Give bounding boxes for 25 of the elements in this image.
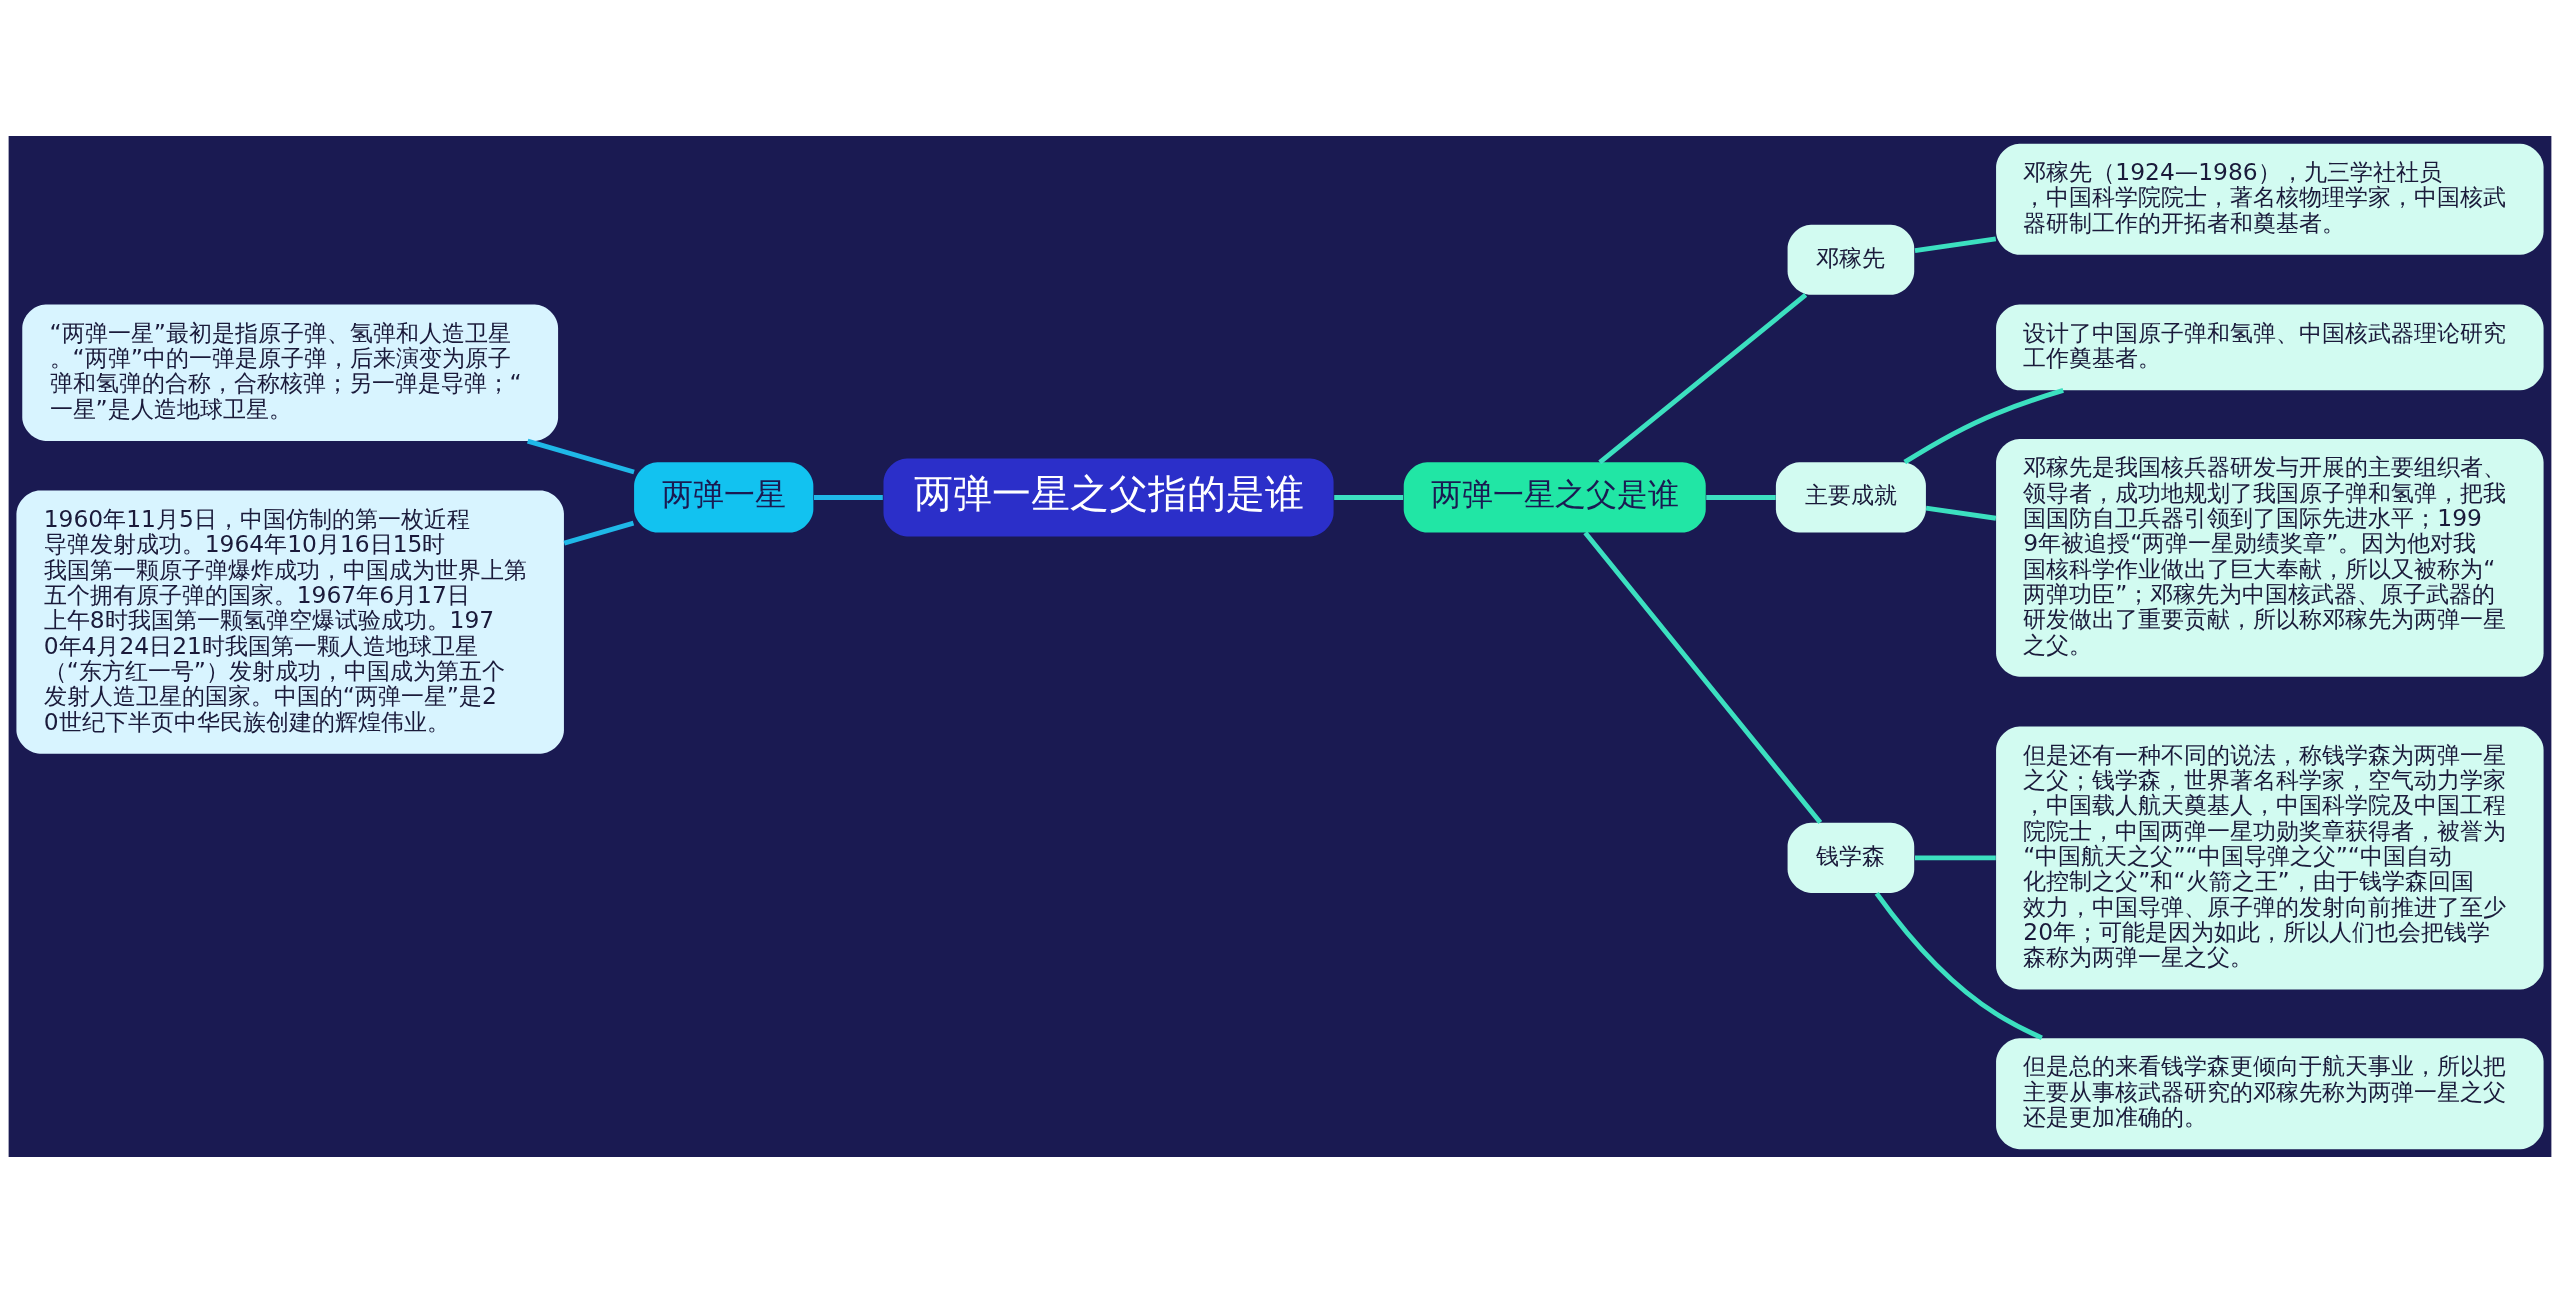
node-box: 两弹一星之父是谁 <box>1403 462 1706 533</box>
connector <box>1903 388 2064 465</box>
node-box: “两弹一星”最初是指原子弹、氢弹和人造卫星。“两弹”中的一弹是原子弹，后来演变为原子弹和氢弹的合称，合称核弹；另一弹是导弹；“一星”是人造地球卫星。 <box>22 304 559 441</box>
node-box: 1960年11月5日，中国仿制的第一枚近程导弹发射成功。1964年10月16日15时我国第一颗原子弹爆炸成功，中国成为世界上第五个拥有原子弹的国家。1967年6月17日上午8时我国第一颗氢弹空爆试验成功。1970年4月24日21时我国第一颗人造地球卫星（“东方红一号”）发射成功，中国成为第五个发射人造卫星的国家。中国的“两弹一星”是20世纪下半页中华民族创建的辉煌伟业。 <box>16 490 564 754</box>
connector <box>814 495 883 500</box>
node-box: 两弹一星之父指的是谁 <box>883 458 1334 537</box>
connector <box>563 520 635 546</box>
connector <box>1334 495 1404 500</box>
connector <box>1583 531 1823 825</box>
node-box: 设计了中国原子弹和氢弹、中国核武器理论研究工作奠基者。 <box>1996 304 2544 391</box>
connector <box>1925 505 1997 521</box>
node-box: 两弹一星 <box>634 462 814 533</box>
node-box: 邓稼先（1924—1986），九三学社社员，中国科学院院士，著名核物理学家，中国核武器研制工作的开拓者和奠基者。 <box>1996 143 2544 255</box>
node-box: 但是还有一种不同的说法，称钱学森为两弹一星之父；钱学森，世界著名科学家，空气动力学家，中国载人航天奠基人，中国科学院及中国工程院院士，中国两弹一星功勋奖章获得者，被誉为“中国航天之父”“中国导弹之父”“中国自动化控制之父”和“火箭之王”，由于钱学森回国效力，中国导弹、原子弹的发射向前推进了至少20年；可能是因为如此，所以人们也会把钱学森称为两弹一星之父。 <box>1996 726 2544 990</box>
node-box: 但是总的来看钱学森更倾向于航天事业，所以把主要从事核武器研究的邓稼先称为两弹一星之父还是更加准确的。 <box>1996 1038 2544 1150</box>
connector <box>1914 236 1997 254</box>
node-box: 主要成就 <box>1775 462 1926 533</box>
connector <box>1706 495 1776 500</box>
node-box: 邓稼先 <box>1787 224 1915 295</box>
connector <box>1598 293 1808 465</box>
node-box: 钱学森 <box>1787 822 1915 893</box>
connector <box>1915 855 1996 861</box>
connector <box>1874 892 2043 1041</box>
node-box: 邓稼先是我国核兵器研发与开展的主要组织者、领导者，成功地规划了我国原子弹和氢弹，把我国国防自卫兵器引领到了国际先进水平；1999年被追授“两弹一星勋绩奖章”。因为他对我国核科学作业做出了巨大奉献，所以又被称为“两弹功臣”；邓稼先为中国核武器、原子武器的研发做出了重要贡献，所以称邓稼先为两弹一星之父。 <box>1996 439 2544 677</box>
connector <box>527 438 635 475</box>
